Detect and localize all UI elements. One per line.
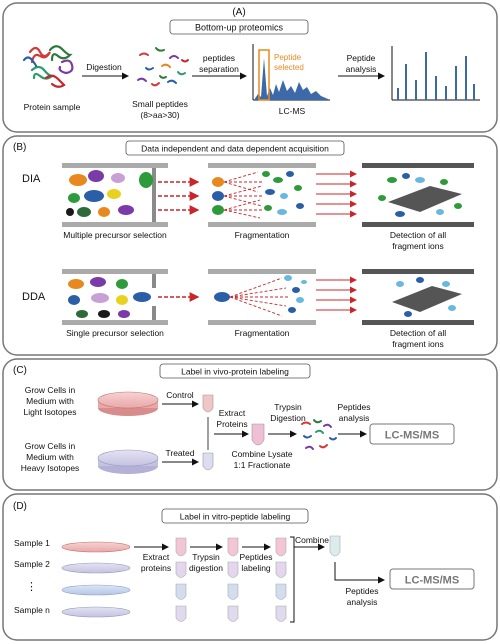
peptide-labeling-label-1: Peptides xyxy=(239,552,272,562)
dia-label: DIA xyxy=(22,173,41,185)
panel-d-letter: (D) xyxy=(13,501,27,512)
dia-fragmentation-label: Fragmentation xyxy=(235,230,290,240)
protein-sample-icon xyxy=(22,45,74,88)
heavy-label-3: Heavy Isotopes xyxy=(21,463,80,473)
digest-tubes xyxy=(227,537,239,622)
lcms-label: LC-MS xyxy=(279,106,306,116)
panel-d-title: Label in vitro-peptide labeling xyxy=(180,512,291,522)
heavy-dish-icon xyxy=(97,449,159,474)
peptide-labeling-label-2: labeling xyxy=(241,563,271,573)
panel-c: (C) Label in vivo-protein labeling Grow … xyxy=(2,358,498,491)
trypsin-label-1: Trypsin xyxy=(274,402,302,412)
panel-c-letter: (C) xyxy=(13,365,27,376)
light-label-1: Grow Cells in xyxy=(25,385,76,395)
sample-1-label: Sample 1 xyxy=(14,538,50,548)
panel-b: (B) Data independent and data dependent … xyxy=(2,135,498,356)
labeled-tubes xyxy=(275,537,287,622)
heavy-label-1: Grow Cells in xyxy=(25,441,76,451)
panel-b-letter: (B) xyxy=(13,142,26,153)
dda-detection-label-1: Detection of all xyxy=(390,328,446,338)
dda-detection-label-2: fragment ions xyxy=(392,339,444,349)
separation-label-1: peptides xyxy=(203,53,235,63)
single-precursor-label: Single precursor selection xyxy=(66,328,164,338)
peptides-analysis-c-label-1: Peptides xyxy=(337,402,370,412)
lcmsms-box-c xyxy=(369,423,455,445)
sample-2-label: Sample 2 xyxy=(14,559,50,569)
dda-fragmentation-chamber xyxy=(208,269,316,325)
peptides-analysis-c-label-2: analysis xyxy=(339,413,370,423)
lcmsms-label-d: LC-MS/MS xyxy=(405,575,459,587)
panel-a-letter: (A) xyxy=(232,7,245,18)
trypsin-digestion-label-2: digestion xyxy=(189,563,223,573)
dda-label: DDA xyxy=(22,291,46,303)
small-peptides-label: Small peptides xyxy=(132,99,188,109)
panel-a-title: Bottom-up proteomics xyxy=(195,23,284,33)
extract-proteins-label-1: Extract xyxy=(143,552,170,562)
treated-label: Treated xyxy=(166,448,195,458)
control-tube-icon xyxy=(202,394,214,413)
lysate-tube-icon xyxy=(251,423,265,446)
combine-lysate-label-1: Combine Lysate xyxy=(231,449,292,459)
peptides-analysis-arrow-d xyxy=(334,562,385,584)
dda-fragmentation-label: Fragmentation xyxy=(235,328,290,338)
multiple-precursor-label: Multiple precursor selection xyxy=(63,230,167,240)
extract-tubes xyxy=(175,537,187,622)
extract-proteins-label-2: proteins xyxy=(141,563,171,573)
dda-precursor-chamber xyxy=(62,269,168,325)
panel-b-title: Data independent and data dependent acqu… xyxy=(141,144,329,154)
combine-label: Combine xyxy=(295,535,329,545)
trypsin-label-2: Digestion xyxy=(270,413,306,423)
peptide-selected-label-2: selected xyxy=(274,63,304,72)
trypsin-digestion-label-1: Trypsin xyxy=(192,552,220,562)
small-peptides-range: (8>aa>30) xyxy=(140,110,179,120)
peptide-selected-label-1: Peptide xyxy=(274,53,302,62)
panel-d: (D) Label in vitro-peptide labeling Samp… xyxy=(2,493,498,641)
sample-dishes xyxy=(61,541,131,618)
lcmsms-label-c: LC-MS/MS xyxy=(385,430,439,442)
ms-spectrum xyxy=(391,46,480,101)
control-label: Control xyxy=(166,390,194,400)
extract-label-1: Extract xyxy=(219,408,246,418)
peptide-analysis-label-2: analysis xyxy=(346,64,377,74)
heavy-label-2: Medium with xyxy=(26,452,74,462)
small-peptides-icon xyxy=(137,47,189,87)
dia-detection-label-2: fragment ions xyxy=(392,241,444,251)
peptide-analysis-label-1: Peptide xyxy=(347,53,376,63)
combined-tube-icon xyxy=(329,535,341,557)
light-dish-icon xyxy=(97,391,159,416)
panel-a: (A) Bottom-up proteomics Protein sample … xyxy=(2,2,498,133)
lcmsms-box-d xyxy=(389,568,475,590)
dia-detection-label-1: Detection of all xyxy=(390,230,446,240)
dia-ion-arrows xyxy=(316,170,357,218)
separation-label-2: separation xyxy=(199,64,239,74)
peptides-analysis-d-label-1: Peptides xyxy=(345,586,378,596)
dia-precursor-chamber xyxy=(62,163,168,227)
sample-ellipsis: ⋮ xyxy=(26,581,37,593)
dia-transfer-arrows xyxy=(158,177,200,215)
dda-ion-arrows xyxy=(316,276,357,314)
digested-peptides-icon xyxy=(301,419,337,450)
protein-sample-label: Protein sample xyxy=(24,102,81,112)
combine-bracket xyxy=(290,536,295,623)
sample-n-label: Sample n xyxy=(14,605,50,615)
panel-c-title: Label in vivo-protein labeling xyxy=(181,367,289,377)
peptides-analysis-d-label-2: analysis xyxy=(347,597,378,607)
lcms-chromatogram: Peptide selected xyxy=(252,44,330,101)
treated-tube-icon xyxy=(202,452,214,471)
digestion-label: Digestion xyxy=(86,62,122,72)
combine-lysate-label-2: 1:1 Fractionate xyxy=(234,460,291,470)
dda-detector xyxy=(362,269,474,325)
extract-label-2: Proteins xyxy=(216,419,247,429)
dia-fragmentation-chamber xyxy=(208,163,316,227)
light-label-3: Light Isotopes xyxy=(24,407,77,417)
light-label-2: Medium with xyxy=(26,396,74,406)
dia-detector xyxy=(362,163,474,227)
